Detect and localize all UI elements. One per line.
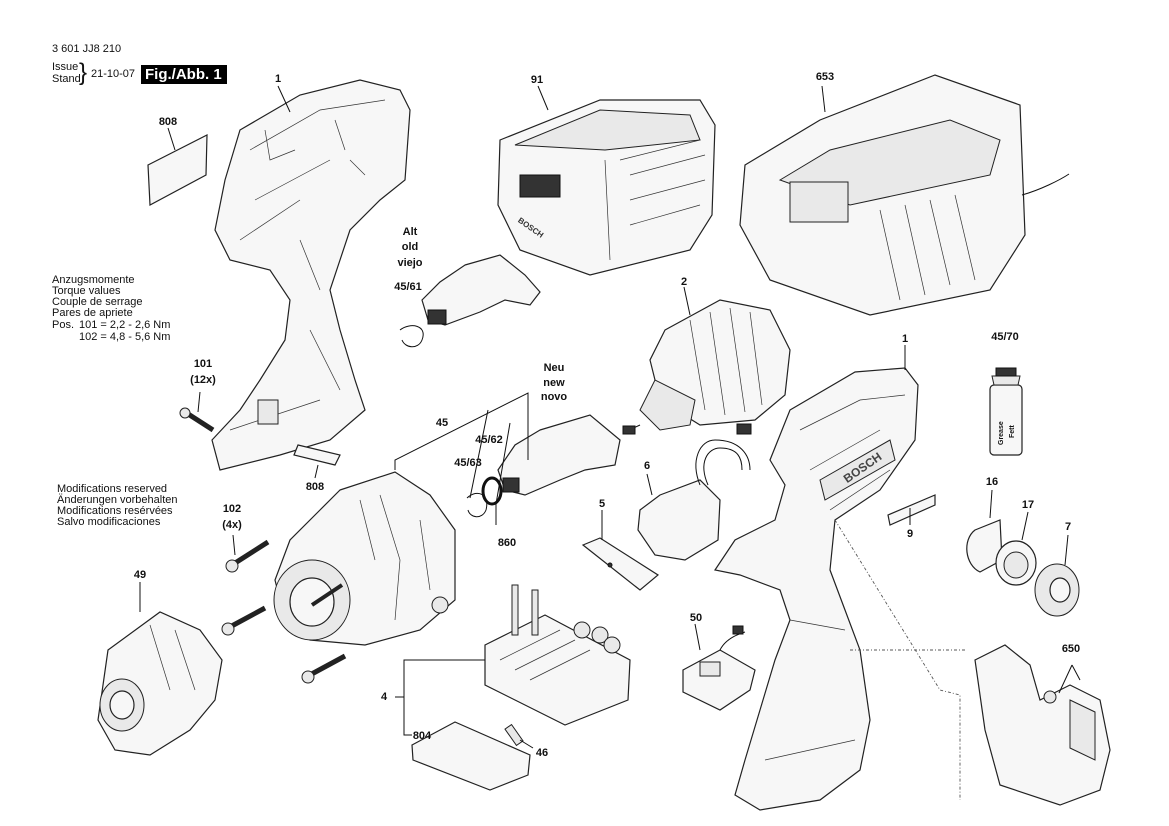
anvil-old [399, 254, 541, 348]
torque-line-3: Couple de serrage [52, 296, 143, 308]
part-label-45: 45 [435, 417, 449, 429]
part-label-804: 804 [412, 730, 432, 742]
part-label-9: 9 [906, 528, 914, 540]
torque-line-4: Pares de apriete [52, 307, 133, 319]
part-label-1b: 1 [901, 333, 909, 345]
part-label-49: 49 [133, 569, 147, 581]
part-label-6: 6 [643, 460, 651, 472]
part-label-50: 50 [689, 612, 703, 624]
part-label-5: 5 [598, 498, 606, 510]
screws-102 [221, 534, 347, 684]
grease-tube-text-1: Grease [998, 421, 1005, 445]
part-label-91: 91 [530, 74, 544, 86]
label-sticker-9 [887, 494, 936, 526]
mod-line-1: Modifications reserved [57, 483, 168, 495]
motor [622, 286, 791, 435]
leader-1a [277, 85, 291, 113]
part-label-45-61: 45/61 [394, 281, 422, 293]
part-label-102-qty: (4x) [222, 519, 242, 531]
part-label-45-63: 45/63 [454, 457, 482, 469]
housing-half-left [211, 79, 411, 471]
part-label-45-62: 45/62 [475, 434, 503, 446]
stand-label: Stand [52, 73, 81, 85]
variant-old-1: Alt [402, 226, 418, 238]
brace-glyph: } [79, 59, 88, 86]
variant-old-2: old [401, 241, 419, 253]
electronics-module [395, 584, 631, 736]
anvil-new [394, 392, 621, 525]
mod-line-4: Salvo modificaciones [57, 516, 161, 528]
label-sticker-808 [147, 127, 208, 206]
grease-tube-text-2: Fett [1009, 425, 1016, 438]
torque-line-2: Torque values [52, 285, 121, 297]
part-label-650: 650 [1061, 643, 1081, 655]
screw-101 [179, 391, 215, 433]
variant-new-2: new [543, 377, 565, 389]
label-sticker-808-small [293, 444, 341, 479]
cover-plate [411, 721, 534, 791]
part-label-808b: 808 [305, 481, 325, 493]
mod-line-2: Änderungen vorbehalten [57, 494, 178, 506]
part-label-16: 16 [985, 476, 999, 488]
part-label-17: 17 [1021, 499, 1035, 511]
part-label-808a: 808 [158, 116, 178, 128]
variant-new-3: novo [540, 391, 568, 403]
torque-pos-prefix: Pos. [52, 319, 75, 331]
part-label-101: 101 [193, 358, 213, 370]
variant-new-1: Neu [543, 362, 565, 374]
part-label-653: 653 [815, 71, 835, 83]
ring-17 [995, 511, 1037, 586]
part-label-1a: 1 [274, 73, 282, 85]
variant-old-3: viejo [397, 257, 423, 269]
part-label-46: 46 [535, 747, 549, 759]
issue-date: 21-10-07 [91, 68, 136, 80]
part-label-45-70: 45/70 [991, 331, 1019, 343]
figure-tag: Fig./Abb. 1 [141, 65, 227, 84]
issue-label: Issue [52, 61, 79, 73]
battery-charger [739, 74, 1070, 316]
front-cap [97, 582, 223, 756]
mod-line-3: Modifications resérvées [57, 505, 173, 517]
part-label-860: 860 [497, 537, 517, 549]
torque-line-1: Anzugsmomente [52, 274, 135, 286]
grease-tube [989, 367, 1023, 456]
part-label-4: 4 [380, 691, 388, 703]
ring-7 [1034, 534, 1080, 617]
doc-number: 3 601 JJ8 210 [52, 43, 122, 55]
housing-half-right [714, 345, 965, 811]
part-label-7: 7 [1064, 521, 1072, 533]
belt-clip [974, 644, 1111, 806]
direction-slider [581, 510, 660, 591]
display-module [682, 623, 756, 711]
torque-row-102: 102 = 4,8 - 5,6 Nm [79, 331, 171, 343]
part-label-2: 2 [680, 276, 688, 288]
gear-housing [273, 471, 456, 646]
battery-pack [497, 85, 716, 276]
part-label-101-qty: (12x) [190, 374, 216, 386]
switch [637, 423, 752, 561]
part-label-102: 102 [222, 503, 242, 515]
torque-row-101: 101 = 2,2 - 2,6 Nm [79, 319, 171, 331]
